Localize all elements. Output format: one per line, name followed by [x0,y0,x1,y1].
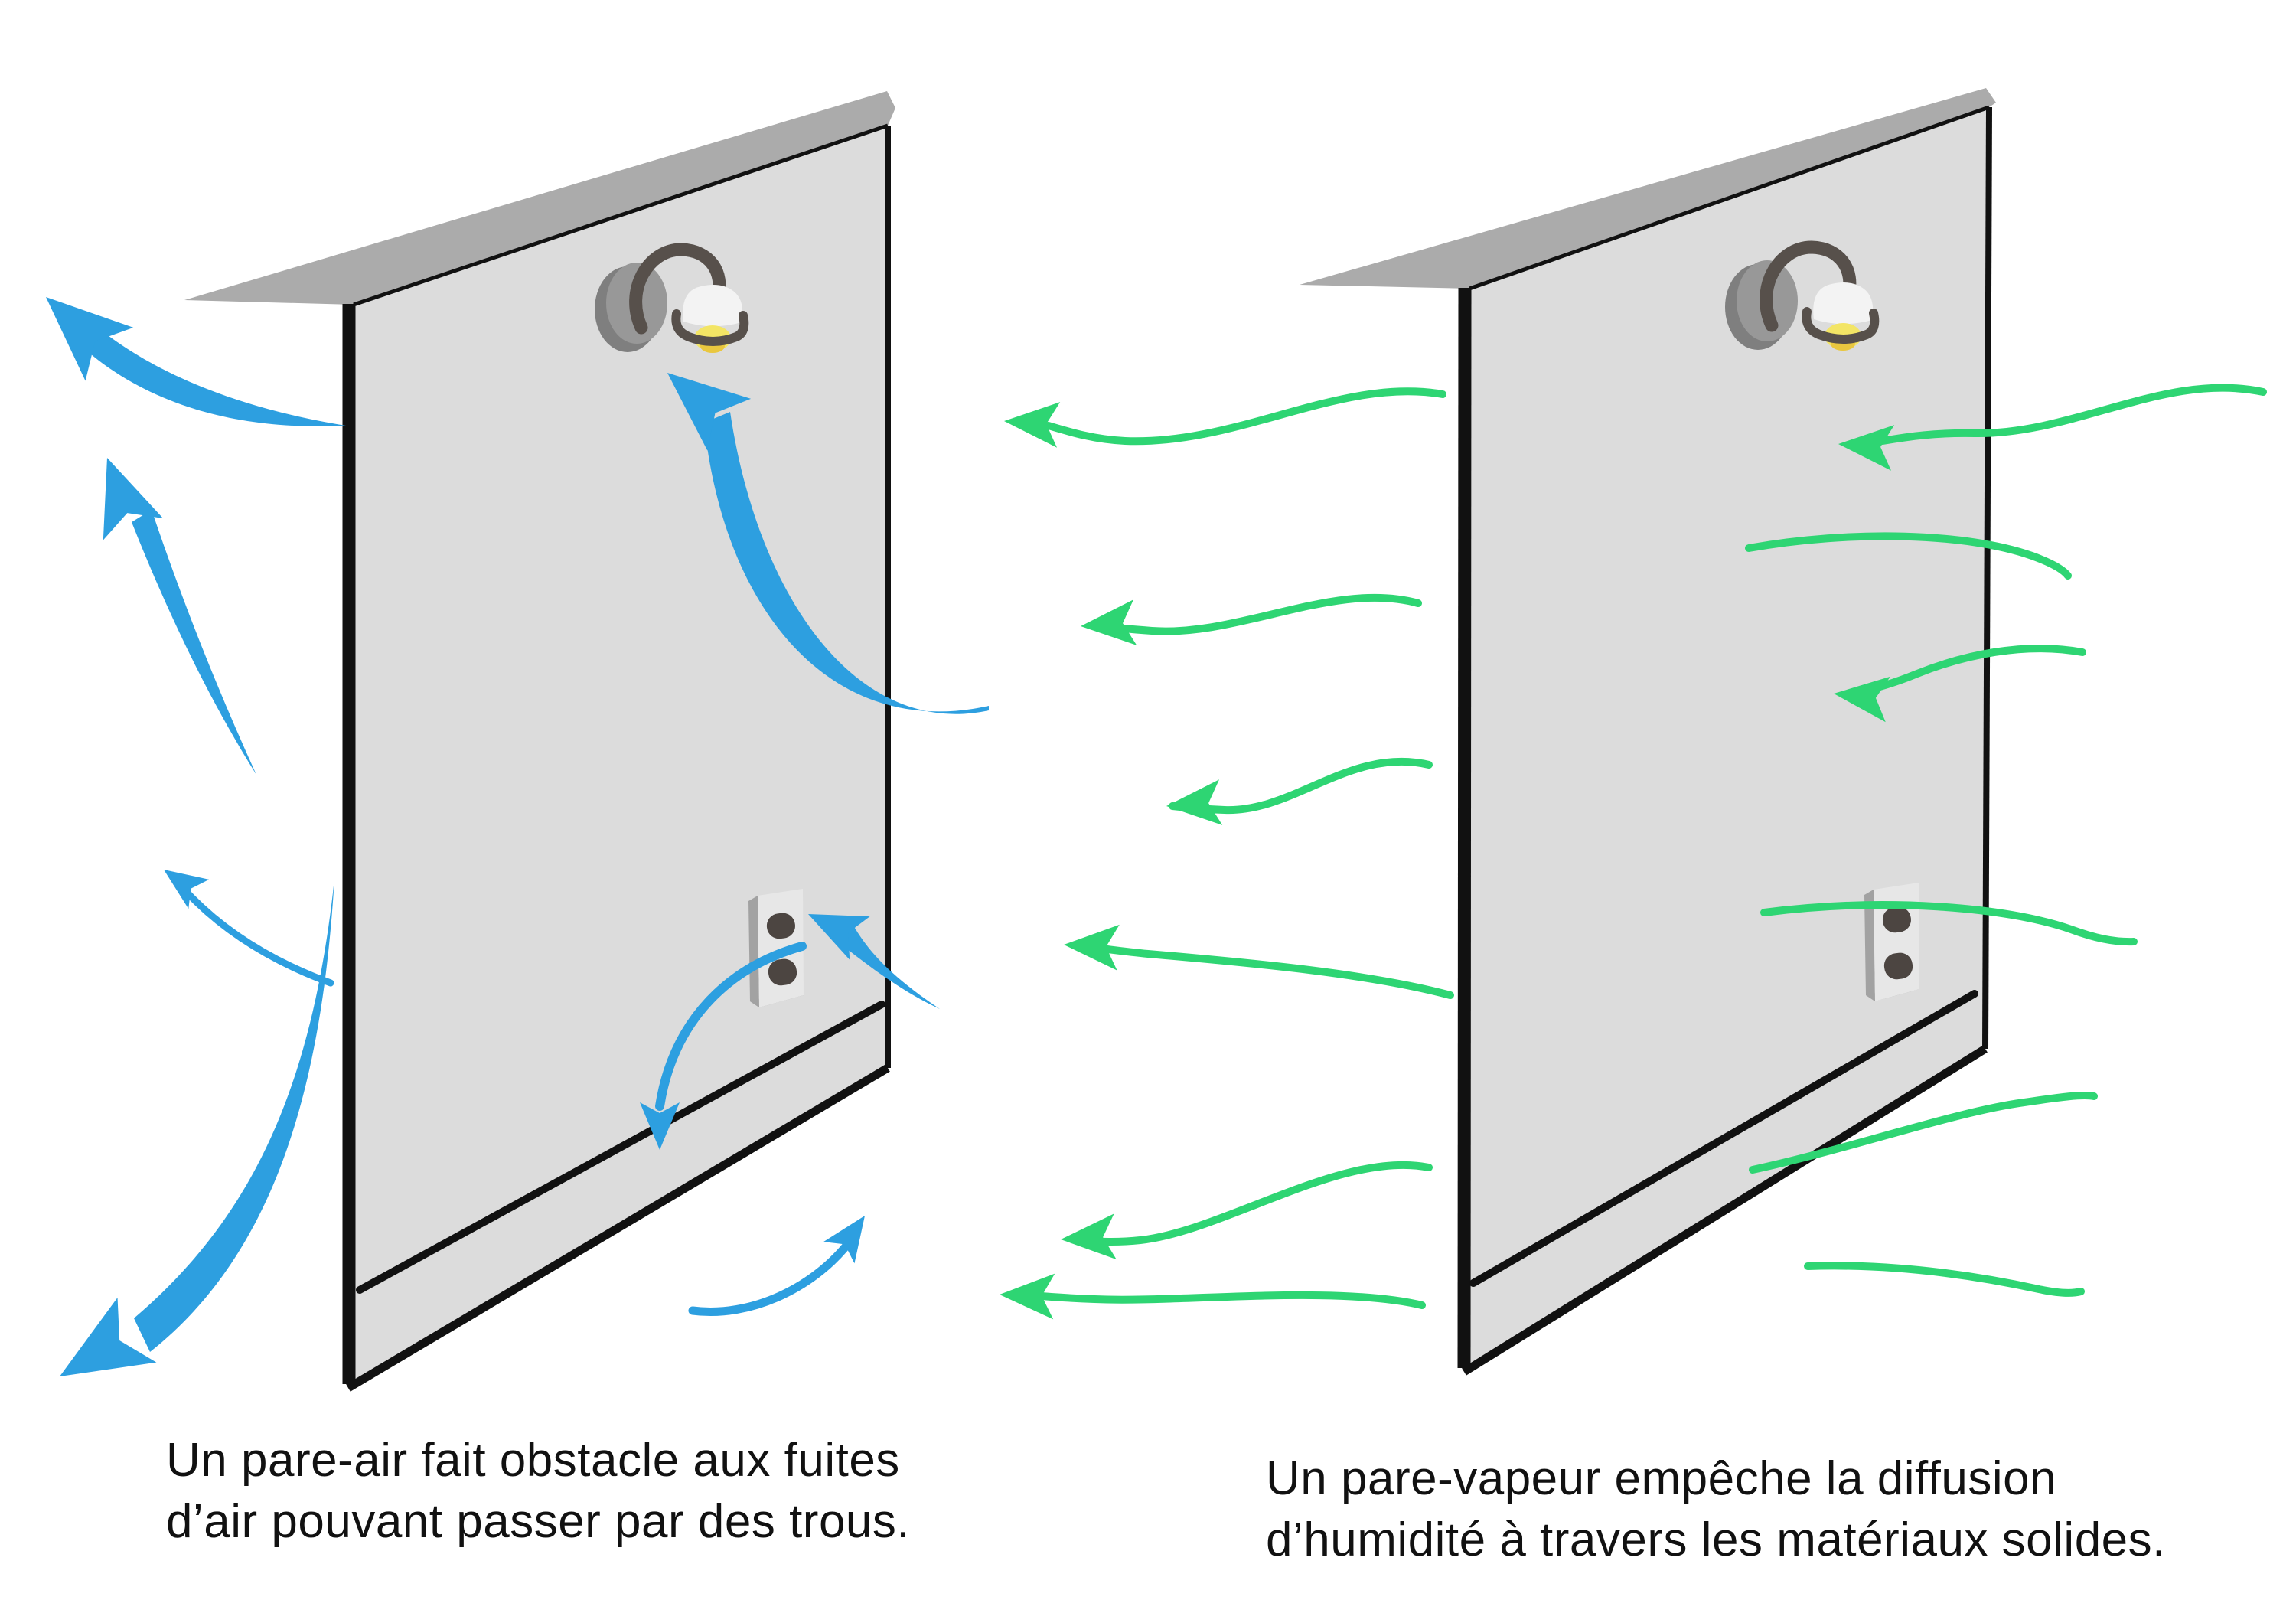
wall-top-edge [1469,105,1990,291]
arrow-head-icon [823,1204,881,1264]
air-arrow-to-lamp [645,347,989,714]
arrow-body [655,942,807,1111]
air-arrow-up-left [77,446,256,775]
vapor-arrow-in-3 [1831,645,2086,723]
right-wall-panel [1300,88,1996,1376]
vapor-arrow-out-6 [998,1272,1426,1320]
air-arrow-under-wall [688,1204,881,1316]
arrow-body [1749,1092,2098,1174]
vapor-arrow-in-5 [1749,1092,2098,1174]
power-outlet [1864,883,1919,1001]
air-arrow-below-outlet [640,942,807,1150]
vapor-arrow-in-4 [1760,901,2138,946]
air-arrow-small-left [153,854,334,987]
arrow-body [1028,1291,1426,1309]
vapor-arrow-out-2 [1078,593,1422,649]
wall-left-edge [1457,287,1472,1369]
vapor-arrow-in-6 [1804,1262,2085,1297]
arrow-body [1745,532,2072,580]
arrow-head-icon [1164,779,1223,829]
vapor-arrow-in-2 [1745,532,2072,580]
arrow-body [1045,387,1446,446]
wall-bottom-edge [1462,1045,1988,1376]
wall-face [1464,107,1989,1372]
vapor-arrow-out-1 [1002,387,1446,448]
vapor-barrier-caption: Un pare-vapeur empêche la diffusion d’hu… [1266,1448,2166,1571]
air-arrow-bottom-left [40,879,334,1409]
arrow-body [704,412,989,714]
baseboard-line [1469,990,1978,1287]
vapor-diffusion-arrows [998,384,2267,1320]
arrow-body [1083,1161,1433,1246]
arrow-body [1879,384,2267,445]
arrow-head-icon [153,854,210,909]
wall-top-edge [353,123,889,307]
left-wall-panel [184,91,895,1392]
caption-line-1: Un pare-air fait obstacle aux fuites [166,1434,900,1487]
caption-line-1: Un pare-vapeur empêche la diffusion [1266,1452,2057,1505]
vapor-arrow-out-5 [1059,1161,1433,1262]
arrow-head-icon [1078,599,1137,649]
vapor-arrow-out-4 [1062,922,1454,999]
wall-bottom-edge [346,1064,890,1392]
arrow-body [86,331,346,426]
wall-top-cap [1300,88,1996,289]
arrow-body [134,879,334,1352]
arrow-body [836,924,940,1009]
vapor-arrow-out-3 [1164,757,1433,829]
arrow-body [688,1231,859,1316]
arrow-body [174,878,334,987]
air-leak-arrows [21,270,989,1409]
arrow-body [1097,593,1422,635]
baseboard-line [356,1001,885,1294]
air-barrier-caption: Un pare-air fait obstacle aux fuites d’a… [166,1430,910,1553]
caption-line-2: d’air pouvant passer par des trous. [166,1495,911,1548]
caption-line-2: d’humidité à travers les matériaux solid… [1266,1513,2166,1566]
arrow-body [132,510,256,775]
wall-right-edge [1982,106,1992,1050]
air-arrow-to-outlet [797,892,940,1009]
arrow-body [1760,901,2138,946]
arrow-body [1091,944,1454,999]
vapor-arrow-in-1 [1836,384,2267,471]
arrow-body [1804,1262,2085,1297]
wall-top-cap [184,91,895,305]
air-arrow-top-left [21,270,346,426]
